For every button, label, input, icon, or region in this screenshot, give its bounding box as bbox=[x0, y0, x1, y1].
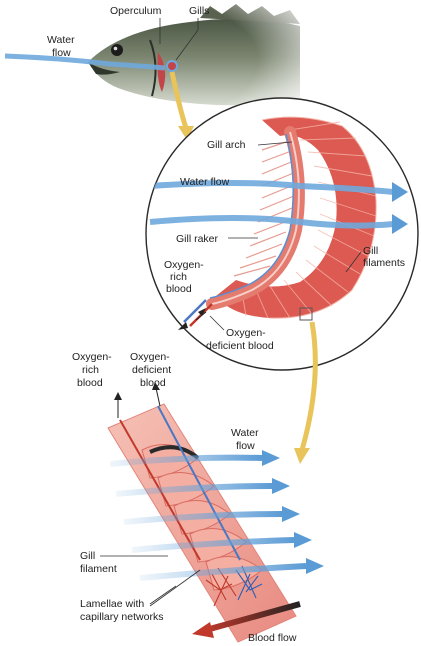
label-lamellae-2: capillary networks bbox=[80, 611, 163, 623]
label-gill-filaments-1: Gill bbox=[363, 245, 378, 257]
label-oxygen-deficient-bottom-2: deficient bbox=[132, 364, 171, 376]
label-oxygen-rich-bottom-1: Oxygen- bbox=[72, 351, 112, 363]
label-gill-filament-2: filament bbox=[80, 563, 117, 575]
label-operculum: Operculum bbox=[110, 5, 162, 17]
label-water-flow-bottom-2: flow bbox=[236, 440, 255, 452]
label-oxygen-rich-mid-2: rich bbox=[170, 271, 187, 283]
label-gills: Gills bbox=[189, 5, 209, 17]
label-water-flow-mid: Water flow bbox=[180, 176, 230, 188]
label-oxygen-rich-bottom-2: rich bbox=[82, 364, 99, 376]
label-oxygen-deficient-bottom-1: Oxygen- bbox=[130, 351, 170, 363]
label-oxygen-deficient-mid-2: deficient blood bbox=[206, 340, 274, 352]
label-lamellae-1: Lamellae with bbox=[80, 598, 144, 610]
label-gill-raker: Gill raker bbox=[176, 233, 219, 245]
label-blood-flow: Blood flow bbox=[248, 632, 297, 644]
label-water-flow-top-2: flow bbox=[52, 47, 71, 59]
label-oxygen-rich-mid-1: Oxygen- bbox=[164, 259, 204, 271]
label-gill-filament-1: Gill bbox=[80, 550, 95, 562]
label-oxygen-deficient-mid-1: Oxygen- bbox=[226, 327, 266, 339]
label-oxygen-deficient-bottom-3: blood bbox=[140, 377, 166, 389]
label-water-flow-top-1: Water bbox=[47, 34, 75, 46]
label-oxygen-rich-mid-3: blood bbox=[166, 283, 192, 295]
label-water-flow-bottom-1: Water bbox=[231, 427, 259, 439]
label-gill-filaments-2: filaments bbox=[363, 257, 405, 269]
label-oxygen-rich-bottom-3: blood bbox=[77, 377, 103, 389]
label-gill-arch: Gill arch bbox=[207, 139, 246, 151]
